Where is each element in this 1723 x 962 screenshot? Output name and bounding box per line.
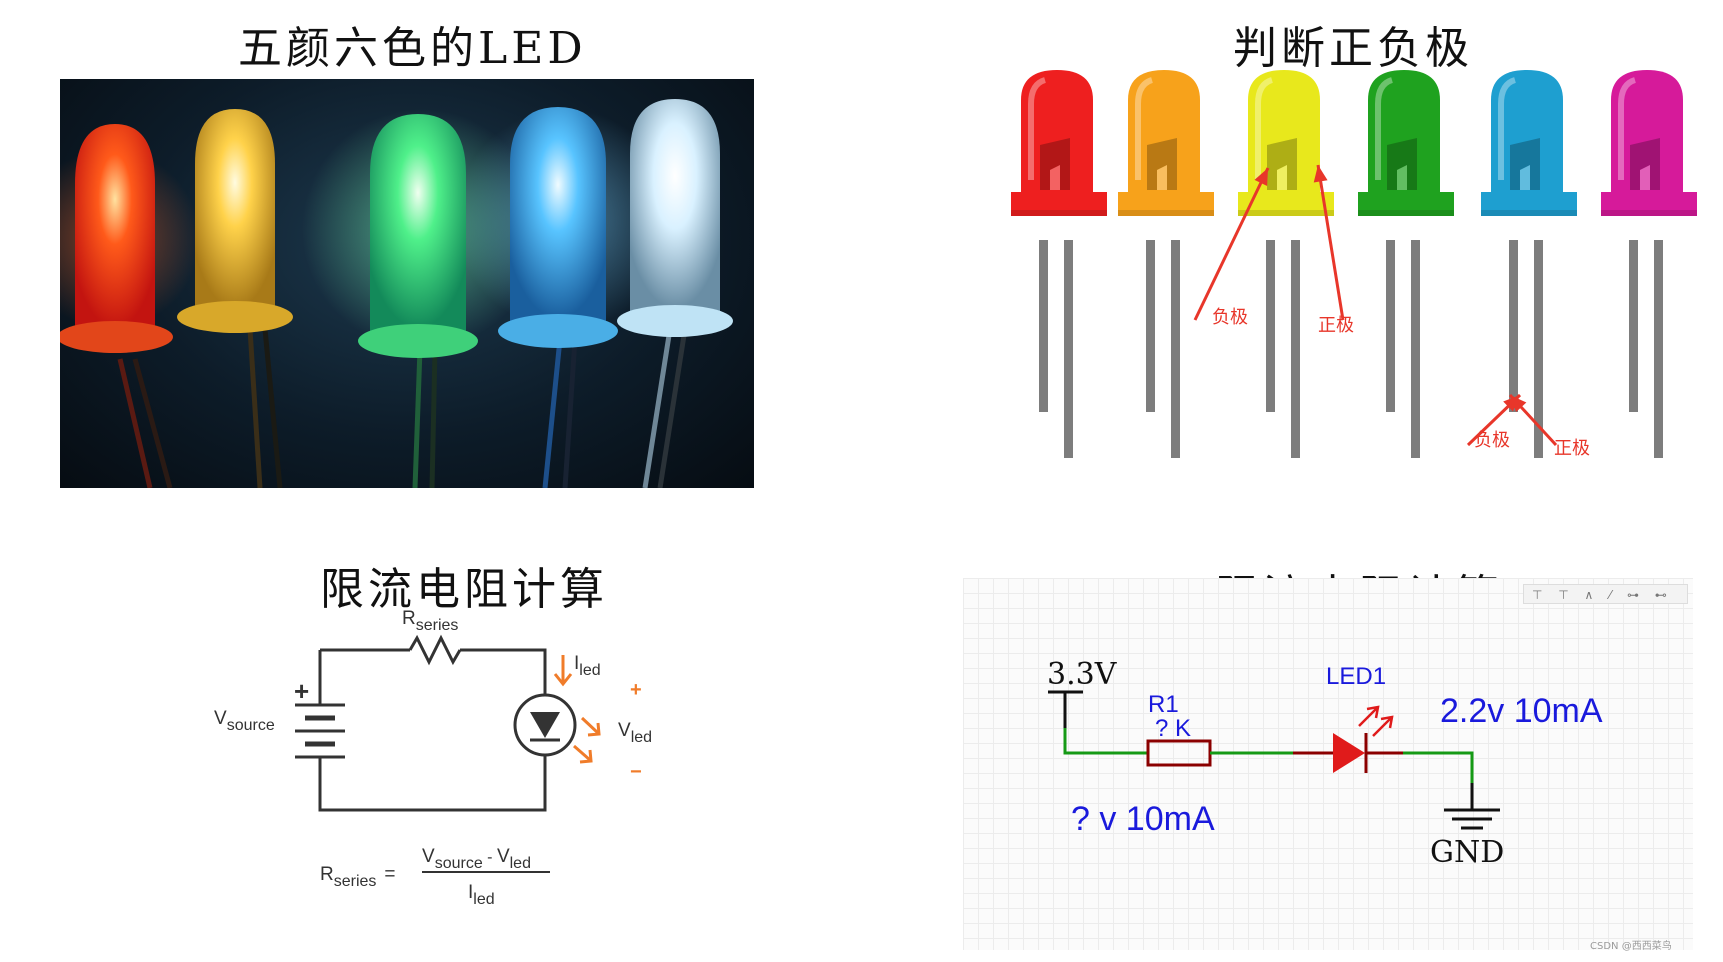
long-lead xyxy=(1171,240,1180,458)
label-r: R xyxy=(402,608,416,629)
long-lead xyxy=(1654,240,1663,458)
short-lead xyxy=(1266,240,1275,412)
led-schematic: 3.3V R1 ? K LED1 2.2v 10mA ? v 10mA GND xyxy=(963,578,1693,950)
svg-text:Iled: Iled xyxy=(574,653,601,679)
label-r-sub: series xyxy=(416,617,459,634)
title-resistor-calc-left: 限流电阻计算 xyxy=(320,564,608,615)
arrow-negative-yellow xyxy=(1193,167,1270,321)
short-lead xyxy=(1146,240,1155,412)
long-lead xyxy=(1411,240,1420,458)
label-i-sub: led xyxy=(579,662,600,679)
led1-spec: 2.2v 10mA xyxy=(1440,692,1603,730)
formula-eq: = xyxy=(384,864,395,885)
resistor-spec: ? v 10mA xyxy=(1071,800,1215,838)
led-flange xyxy=(1358,192,1454,216)
formula-v1: V xyxy=(422,846,435,867)
led-body xyxy=(1368,70,1440,210)
led-minus: − xyxy=(630,761,642,783)
label-vled-sub: led xyxy=(631,729,652,746)
short-lead xyxy=(1039,240,1048,412)
led-body xyxy=(1491,70,1563,210)
long-lead xyxy=(1291,240,1300,458)
led-orange xyxy=(1118,70,1214,458)
led-green xyxy=(1358,70,1454,458)
svg-text:Vled: Vled xyxy=(618,720,652,746)
gnd-label: GND xyxy=(1430,835,1504,870)
label-positive-1: 正极 xyxy=(1318,315,1354,336)
resistor-r1 xyxy=(1146,739,1212,767)
long-lead xyxy=(1064,240,1073,458)
led1-emission-arrows xyxy=(1358,705,1394,737)
formula-v2: V xyxy=(497,846,510,867)
formula-r-sub: series xyxy=(334,873,377,890)
short-lead xyxy=(1386,240,1395,412)
led1-name: LED1 xyxy=(1326,663,1386,690)
orange-arrows xyxy=(553,655,601,764)
label-positive-2: 正极 xyxy=(1554,438,1590,459)
formula-r: R xyxy=(320,864,334,885)
long-lead xyxy=(1534,240,1543,458)
arrow-positive-blue xyxy=(1508,393,1558,447)
led-body xyxy=(1021,70,1093,210)
label-negative-2: 负极 xyxy=(1474,430,1510,451)
resistor-symbol xyxy=(408,634,462,666)
r1-name: R1 xyxy=(1148,691,1179,718)
diode-triangle xyxy=(530,712,560,738)
label-negative-1: 负极 xyxy=(1212,307,1248,328)
formula-v1-sub: source xyxy=(435,855,483,872)
battery-plus: + xyxy=(294,676,309,706)
editor-toolbar[interactable]: ⊤ ⊤ ∧ ⁄ ⊶ ⊷ xyxy=(1523,584,1688,604)
led1-triangle xyxy=(1333,733,1365,773)
svg-text:Vsource: Vsource xyxy=(214,708,275,734)
short-lead xyxy=(1509,240,1518,412)
led-magenta xyxy=(1601,70,1697,458)
led-bulbs xyxy=(60,99,733,358)
led-yellow xyxy=(1238,70,1334,458)
title-colorful-led: 五颜六色的LED xyxy=(238,23,587,74)
label-i: I xyxy=(574,653,579,674)
svg-text:Vsource - Vled: Vsource - Vled xyxy=(422,846,531,872)
label-vsource-sub: source xyxy=(227,717,275,734)
formula-i-sub: led xyxy=(473,891,494,908)
led-body xyxy=(1611,70,1683,210)
csdn-watermark: CSDN @西西菜鸟 xyxy=(1590,941,1672,952)
label-vled: V xyxy=(618,720,631,741)
formula-minus: - xyxy=(483,849,497,866)
title-polarity: 判断正负极 xyxy=(1233,23,1473,74)
svg-text:Iled: Iled xyxy=(468,882,495,908)
formula-v2-sub: led xyxy=(510,855,531,872)
current-limit-circuit: Rseries Iled Vsource Vled + + − Rseries =… xyxy=(200,600,720,920)
led-plus: + xyxy=(630,679,642,701)
formula-i: I xyxy=(468,882,473,903)
label-vsource: V xyxy=(214,708,227,729)
led-flange xyxy=(1011,192,1107,216)
led-blue xyxy=(1481,70,1577,458)
short-lead xyxy=(1629,240,1638,412)
led-photo xyxy=(60,79,754,488)
led-flange xyxy=(1481,192,1577,216)
svg-text:Rseries: Rseries xyxy=(402,608,458,634)
led-flange xyxy=(1601,192,1697,216)
led-body xyxy=(1128,70,1200,210)
arrow-positive-yellow xyxy=(1313,164,1345,321)
led-flange xyxy=(1118,192,1214,216)
led-red xyxy=(1011,70,1107,458)
led-polarity-illustration: 负极正极负极正极 xyxy=(1000,70,1723,490)
svg-text:Rseries=: Rseries = xyxy=(320,864,396,890)
supply-label: 3.3V xyxy=(1047,657,1118,692)
r1-value: ? K xyxy=(1155,715,1191,742)
